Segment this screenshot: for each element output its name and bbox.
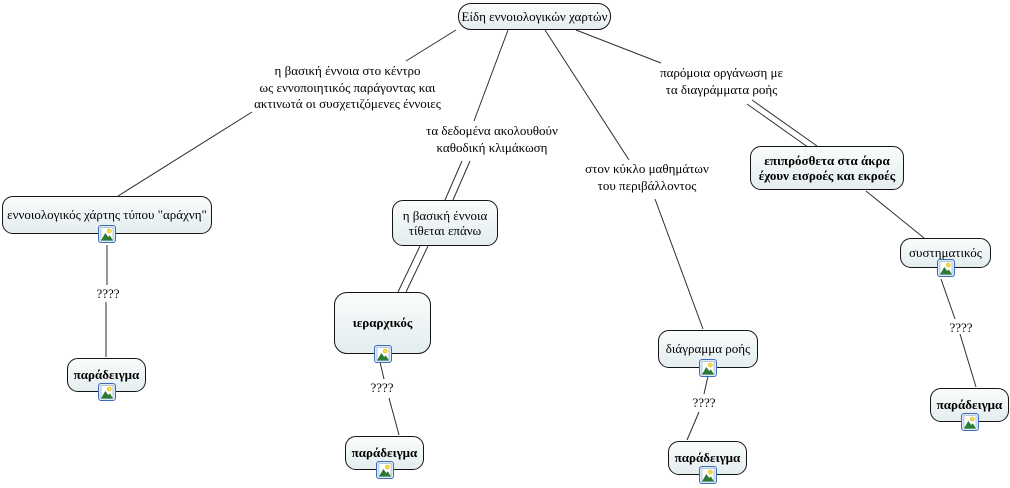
node-example-1[interactable]: παράδειγμα: [67, 358, 146, 401]
link-label-unknown-3[interactable]: ????: [692, 395, 716, 410]
edge-systematic-to-unknown4: [940, 278, 956, 320]
edge-unknown2-to-example2: [388, 397, 400, 436]
link-label-environment-course[interactable]: στον κύκλο μαθημάτων του περιβάλλοντος: [585, 161, 709, 193]
node-hierarchical-label: ιεραρχικός: [352, 315, 413, 331]
node-basic-concept-top-label: η βασική έννοια τίθεται επάνω: [402, 207, 488, 238]
edge-unknown3-to-example3: [686, 411, 700, 441]
node-spider-map-label: εννοιολογικός χάρτης τύπου "αράχνη": [7, 207, 207, 223]
node-basic-concept-top[interactable]: η βασική έννοια τίθεται επάνω: [392, 200, 498, 246]
node-example-4-label: παράδειγμα: [936, 397, 1003, 413]
edge-hierarchical-to-unknown2: [379, 361, 385, 380]
image-icon[interactable]: [936, 259, 955, 277]
node-spider-map[interactable]: εννοιολογικός χάρτης τύπου "αράχνη": [2, 196, 212, 243]
edge-flow-env-to-flow: [654, 198, 704, 330]
node-example-3-label: παράδειγμα: [674, 450, 741, 466]
edge-basic-top-to-hierarchical-b: [405, 245, 429, 293]
image-icon[interactable]: [699, 359, 717, 377]
edge-unknown4-to-example4: [959, 333, 977, 388]
edge-flow-to-unknown3: [703, 375, 709, 395]
edge-hier-desc-to-basic-top-a: [444, 160, 463, 201]
node-example-4[interactable]: παράδειγμα: [930, 388, 1009, 431]
node-root-label: Είδη εννοιολογικών χαρτών: [461, 8, 608, 24]
node-flow-diagram[interactable]: διάγραμμα ροής: [658, 330, 758, 377]
node-root[interactable]: Είδη εννοιολογικών χαρτών: [458, 3, 611, 30]
edge-similar-flow-to-extra-io-b: [746, 103, 813, 151]
link-label-spider-description[interactable]: η βασική έννοια στο κέντρο ως εννοποιητι…: [254, 63, 441, 112]
node-extra-inputs-outputs[interactable]: επιπρόσθετα στα άκρα έχουν εισροές και ε…: [750, 146, 904, 190]
node-hierarchical[interactable]: ιεραρχικός: [334, 292, 431, 363]
node-example-3[interactable]: παράδειγμα: [668, 441, 747, 484]
image-icon[interactable]: [698, 466, 717, 484]
edge-root-to-flow-env: [544, 29, 630, 161]
edge-root-to-hier-desc: [473, 29, 509, 122]
image-icon[interactable]: [97, 383, 116, 401]
edge-hier-desc-to-basic-top-b: [452, 160, 471, 201]
link-label-descending-scale[interactable]: τα δεδομένα ακολουθούν καθοδική κλιμάκωσ…: [426, 123, 558, 155]
link-label-unknown-4[interactable]: ????: [949, 320, 973, 335]
node-example-2[interactable]: παράδειγμα: [345, 436, 424, 479]
image-icon[interactable]: [98, 225, 116, 243]
link-label-unknown-1[interactable]: ????: [96, 286, 120, 301]
image-icon[interactable]: [375, 461, 394, 479]
image-icon[interactable]: [960, 413, 979, 431]
edge-similar-flow-to-extra-io-a: [751, 99, 818, 147]
edge-extra-io-to-systematic: [865, 190, 925, 239]
edge-root-to-similar-flow: [575, 29, 662, 64]
edge-root-to-spider-desc: [405, 29, 457, 62]
node-systematic[interactable]: συστηματικός: [900, 238, 991, 277]
edge-basic-top-to-hierarchical-a: [397, 245, 421, 293]
node-example-2-label: παράδειγμα: [351, 445, 418, 461]
node-flow-diagram-label: διάγραμμα ροής: [665, 341, 751, 357]
node-systematic-label: συστηματικός: [909, 245, 982, 261]
image-icon[interactable]: [373, 345, 392, 363]
edge-spider-desc-to-spider: [117, 111, 253, 197]
link-label-similar-to-flowcharts[interactable]: παρόμοια οργάνωση με τα διαγράμματα ροής: [660, 65, 783, 97]
node-extra-inputs-outputs-label: επιπρόσθετα στα άκρα έχουν εισροές και ε…: [758, 152, 896, 183]
node-example-1-label: παράδειγμα: [73, 367, 140, 383]
link-label-unknown-2[interactable]: ????: [370, 380, 394, 395]
